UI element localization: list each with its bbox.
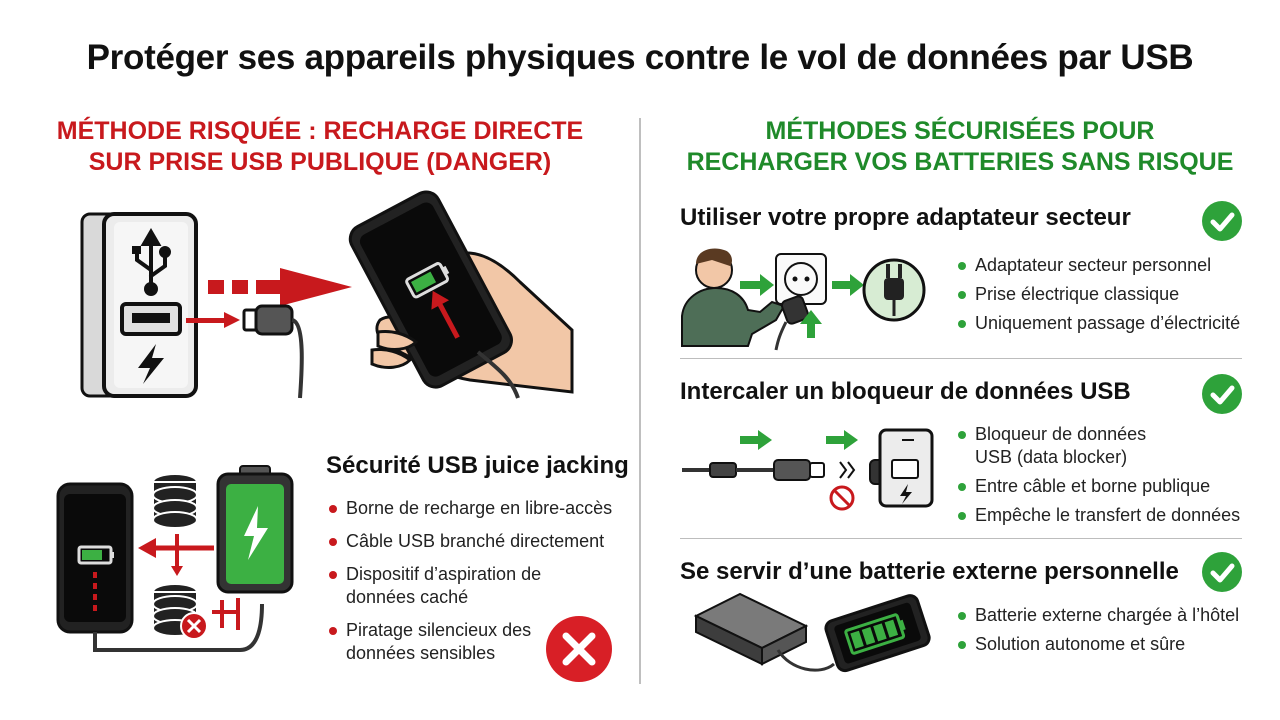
safe-heading-line1: MÉTHODES SÉCURISÉES POUR bbox=[765, 117, 1155, 145]
list-item: Adaptateur secteur personnel bbox=[955, 254, 1275, 277]
list-item: Solution autonome et sûre bbox=[955, 633, 1275, 656]
check-icon bbox=[1202, 201, 1242, 241]
method-adapter-title: Utiliser votre propre adaptateur secteur bbox=[680, 204, 1131, 231]
juice-jacking-title: Sécurité USB juice jacking bbox=[326, 452, 629, 479]
usb-cable bbox=[242, 304, 304, 399]
cross-icon bbox=[180, 612, 208, 640]
safe-heading-line2: RECHARGER VOS BATTERIES SANS RISQUE bbox=[686, 148, 1234, 176]
list-item: Piratage silencieux des données sensible… bbox=[326, 619, 556, 665]
public-charging-illustration bbox=[56, 190, 574, 652]
green-arrows bbox=[740, 274, 864, 338]
list-item: Borne de recharge en libre-accès bbox=[326, 497, 626, 520]
list-item: Uniquement passage d’électricité bbox=[955, 312, 1275, 335]
adapter-plug-icon bbox=[862, 258, 926, 322]
risky-method-heading: MÉTHODE RISQUÉE : RECHARGE DIRECTE SUR P… bbox=[20, 116, 620, 178]
person bbox=[681, 248, 786, 347]
section-divider bbox=[680, 538, 1242, 539]
danger-arrow bbox=[186, 268, 352, 328]
risky-heading-line1: MÉTHODE RISQUÉE : RECHARGE DIRECTE bbox=[56, 117, 584, 145]
usb-port bbox=[120, 302, 182, 336]
outlet-icon bbox=[775, 253, 827, 305]
list-item: Prise électrique classique bbox=[955, 283, 1275, 306]
center-divider bbox=[639, 118, 641, 684]
data-theft-arrows bbox=[138, 534, 240, 630]
list-item: Entre câble et borne publique bbox=[955, 475, 1255, 498]
plug-icon bbox=[774, 295, 810, 351]
list-item: Câble USB branché directement bbox=[326, 530, 626, 553]
juice-jacking-list: Borne de recharge en libre-accès Câble U… bbox=[326, 497, 626, 675]
list-item: Bloqueur de données USB (data blocker) bbox=[955, 423, 1185, 469]
lightning-icon bbox=[138, 344, 164, 384]
list-item: Empêche le transfert de données bbox=[955, 504, 1255, 527]
phone-charging bbox=[348, 190, 513, 389]
safe-methods-heading: MÉTHODES SÉCURISÉES POUR RECHARGER VOS B… bbox=[650, 116, 1270, 178]
power-bank-illustration bbox=[693, 592, 931, 673]
adapter-list: Adaptateur secteur personnel Prise élect… bbox=[955, 254, 1275, 341]
infected-power-bank bbox=[216, 465, 294, 594]
list-item: Dispositif d’aspiration de données caché bbox=[326, 563, 566, 609]
powerbank-list: Batterie externe chargée à l’hôtel Solut… bbox=[955, 604, 1275, 662]
method-blocker-title: Intercaler un bloqueur de données USB bbox=[680, 378, 1131, 405]
usb-icon bbox=[132, 228, 171, 296]
check-icon bbox=[1202, 552, 1242, 592]
page-title: Protéger ses appareils physiques contre … bbox=[86, 38, 1194, 77]
method-powerbank-title: Se servir d’une batterie externe personn… bbox=[680, 558, 1179, 585]
data-blocker-illustration bbox=[682, 428, 934, 508]
danger-cross-icon bbox=[546, 616, 612, 682]
blocker-list: Bloqueur de données USB (data blocker) E… bbox=[955, 423, 1255, 533]
risky-heading-line2: SUR PRISE USB PUBLIQUE (DANGER) bbox=[88, 148, 552, 176]
list-item: Batterie externe chargée à l’hôtel bbox=[955, 604, 1275, 627]
section-divider bbox=[680, 358, 1242, 359]
no-entry-icon bbox=[829, 485, 855, 511]
check-icon bbox=[1202, 374, 1242, 414]
phone-data-theft bbox=[56, 482, 264, 652]
